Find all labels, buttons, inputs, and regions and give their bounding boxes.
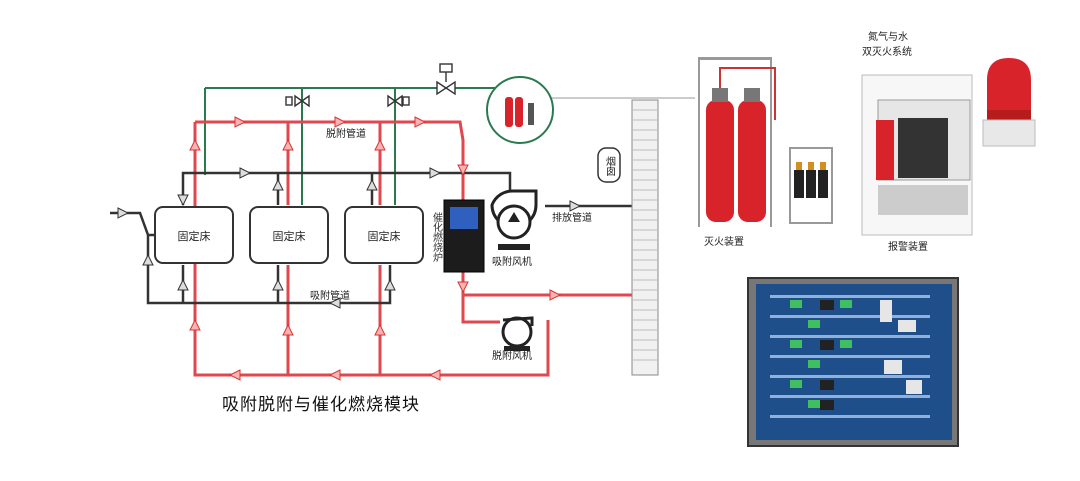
fixed-bed-3: 固定床 <box>344 206 424 264</box>
flow-arrows-red <box>189 116 562 381</box>
chimney-label: 烟囱 <box>604 155 616 176</box>
system-note-line2: 双灭火系统 <box>862 45 912 58</box>
control-monitor <box>747 277 959 447</box>
fixed-bed-2-label: 固定床 <box>273 229 306 243</box>
desorption-fan-icon <box>501 316 534 351</box>
diagram-title: 吸附脱附与催化燃烧模块 <box>222 395 420 415</box>
desorption-fan-label: 脱附风机 <box>492 349 532 362</box>
fixed-bed-2: 固定床 <box>249 206 329 264</box>
catalytic-furnace <box>443 199 485 273</box>
desorption-pipe-label: 脱附管道 <box>326 127 366 140</box>
chimney <box>631 99 659 376</box>
adsorption-fan-icon <box>490 189 538 250</box>
fire-cylinder-inset <box>486 76 695 144</box>
valve-icon <box>285 63 456 108</box>
alarm-beacon-icon <box>982 58 1036 147</box>
chimney-label-box: 烟囱 <box>597 147 621 183</box>
system-note-line1: 氮气与水 <box>868 30 908 43</box>
exhaust-pipe-label: 排放管道 <box>552 211 592 224</box>
adsorption-fan-label: 吸附风机 <box>492 255 532 268</box>
fixed-bed-3-label: 固定床 <box>368 229 401 243</box>
alarm-device-panel <box>861 74 973 236</box>
fixed-bed-1: 固定床 <box>154 206 234 264</box>
adsorption-pipe-label: 吸附管道 <box>310 289 350 302</box>
fixed-bed-1-label: 固定床 <box>178 229 211 243</box>
alarm-device-label: 报警装置 <box>888 240 928 253</box>
fire-extinguishing-label: 灭火装置 <box>704 235 744 248</box>
flow-arrows-gray <box>117 167 582 309</box>
fire-extinguishing-device <box>698 57 833 227</box>
catalytic-furnace-label: 催化燃烧炉 <box>431 211 443 263</box>
